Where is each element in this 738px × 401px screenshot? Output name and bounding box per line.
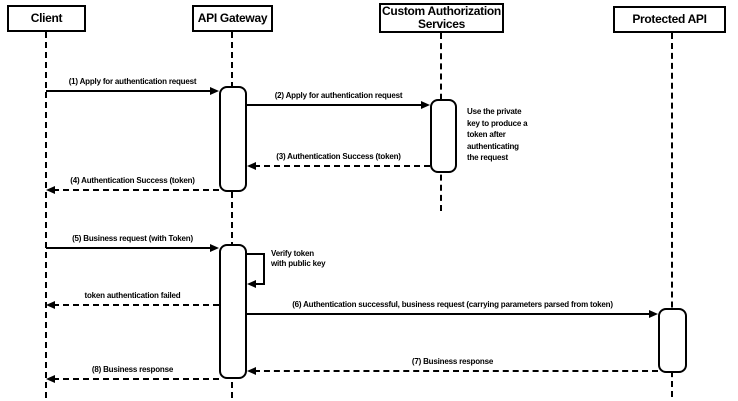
activation-custom-authorization-services bbox=[430, 99, 457, 173]
arrowhead-left-icon bbox=[247, 280, 256, 288]
message-label-failed: token authentication failed bbox=[84, 291, 181, 300]
arrowhead-left-icon bbox=[247, 367, 256, 375]
arrowhead-right-icon bbox=[421, 101, 430, 109]
message-label-8: (8) Business response bbox=[91, 365, 174, 374]
message-line-4 bbox=[53, 189, 219, 191]
arrowhead-right-icon bbox=[210, 87, 219, 95]
note-private-key: Use the private key to produce a token a… bbox=[467, 107, 528, 162]
message-label-7: (7) Business response bbox=[411, 357, 494, 366]
self-message-top-line bbox=[247, 253, 265, 255]
arrowhead-right-icon bbox=[649, 310, 658, 318]
arrowhead-left-icon bbox=[46, 186, 55, 194]
lifeline-protected-api bbox=[671, 33, 673, 397]
lifeline-api-gateway bbox=[231, 32, 233, 398]
arrowhead-left-icon bbox=[46, 375, 55, 383]
activation-api-gateway-business bbox=[219, 244, 247, 379]
self-message-bottom-line bbox=[254, 283, 265, 285]
lifeline-client bbox=[45, 32, 47, 398]
actor-box-custom-authorization-services: Custom Authorization Services bbox=[379, 3, 504, 33]
self-message-label: Verify token with public key bbox=[271, 249, 326, 268]
actor-box-protected-api: Protected API bbox=[613, 6, 726, 33]
message-line-1 bbox=[46, 90, 212, 92]
arrowhead-left-icon bbox=[247, 162, 256, 170]
message-label-4: (4) Authentication Success (token) bbox=[70, 176, 195, 185]
self-message-vertical-line bbox=[263, 253, 265, 285]
activation-api-gateway-auth bbox=[219, 86, 247, 192]
message-line-failed bbox=[53, 304, 219, 306]
message-line-5 bbox=[46, 247, 212, 249]
message-label-2: (2) Apply for authentication request bbox=[274, 91, 403, 100]
message-label-5: (5) Business request (with Token) bbox=[72, 234, 193, 243]
message-line-7 bbox=[254, 370, 658, 372]
message-label-3: (3) Authentication Success (token) bbox=[276, 152, 401, 161]
message-line-8 bbox=[53, 378, 219, 380]
message-line-6 bbox=[247, 313, 651, 315]
message-line-2 bbox=[247, 104, 423, 106]
arrowhead-right-icon bbox=[210, 244, 219, 252]
actor-box-api-gateway: API Gateway bbox=[192, 5, 273, 32]
message-line-3 bbox=[254, 165, 430, 167]
message-label-6: (6) Authentication successful, business … bbox=[292, 300, 613, 309]
actor-box-client: Client bbox=[7, 5, 86, 32]
message-label-1: (1) Apply for authentication request bbox=[68, 77, 197, 86]
arrowhead-left-icon bbox=[46, 301, 55, 309]
activation-protected-api bbox=[658, 308, 687, 373]
